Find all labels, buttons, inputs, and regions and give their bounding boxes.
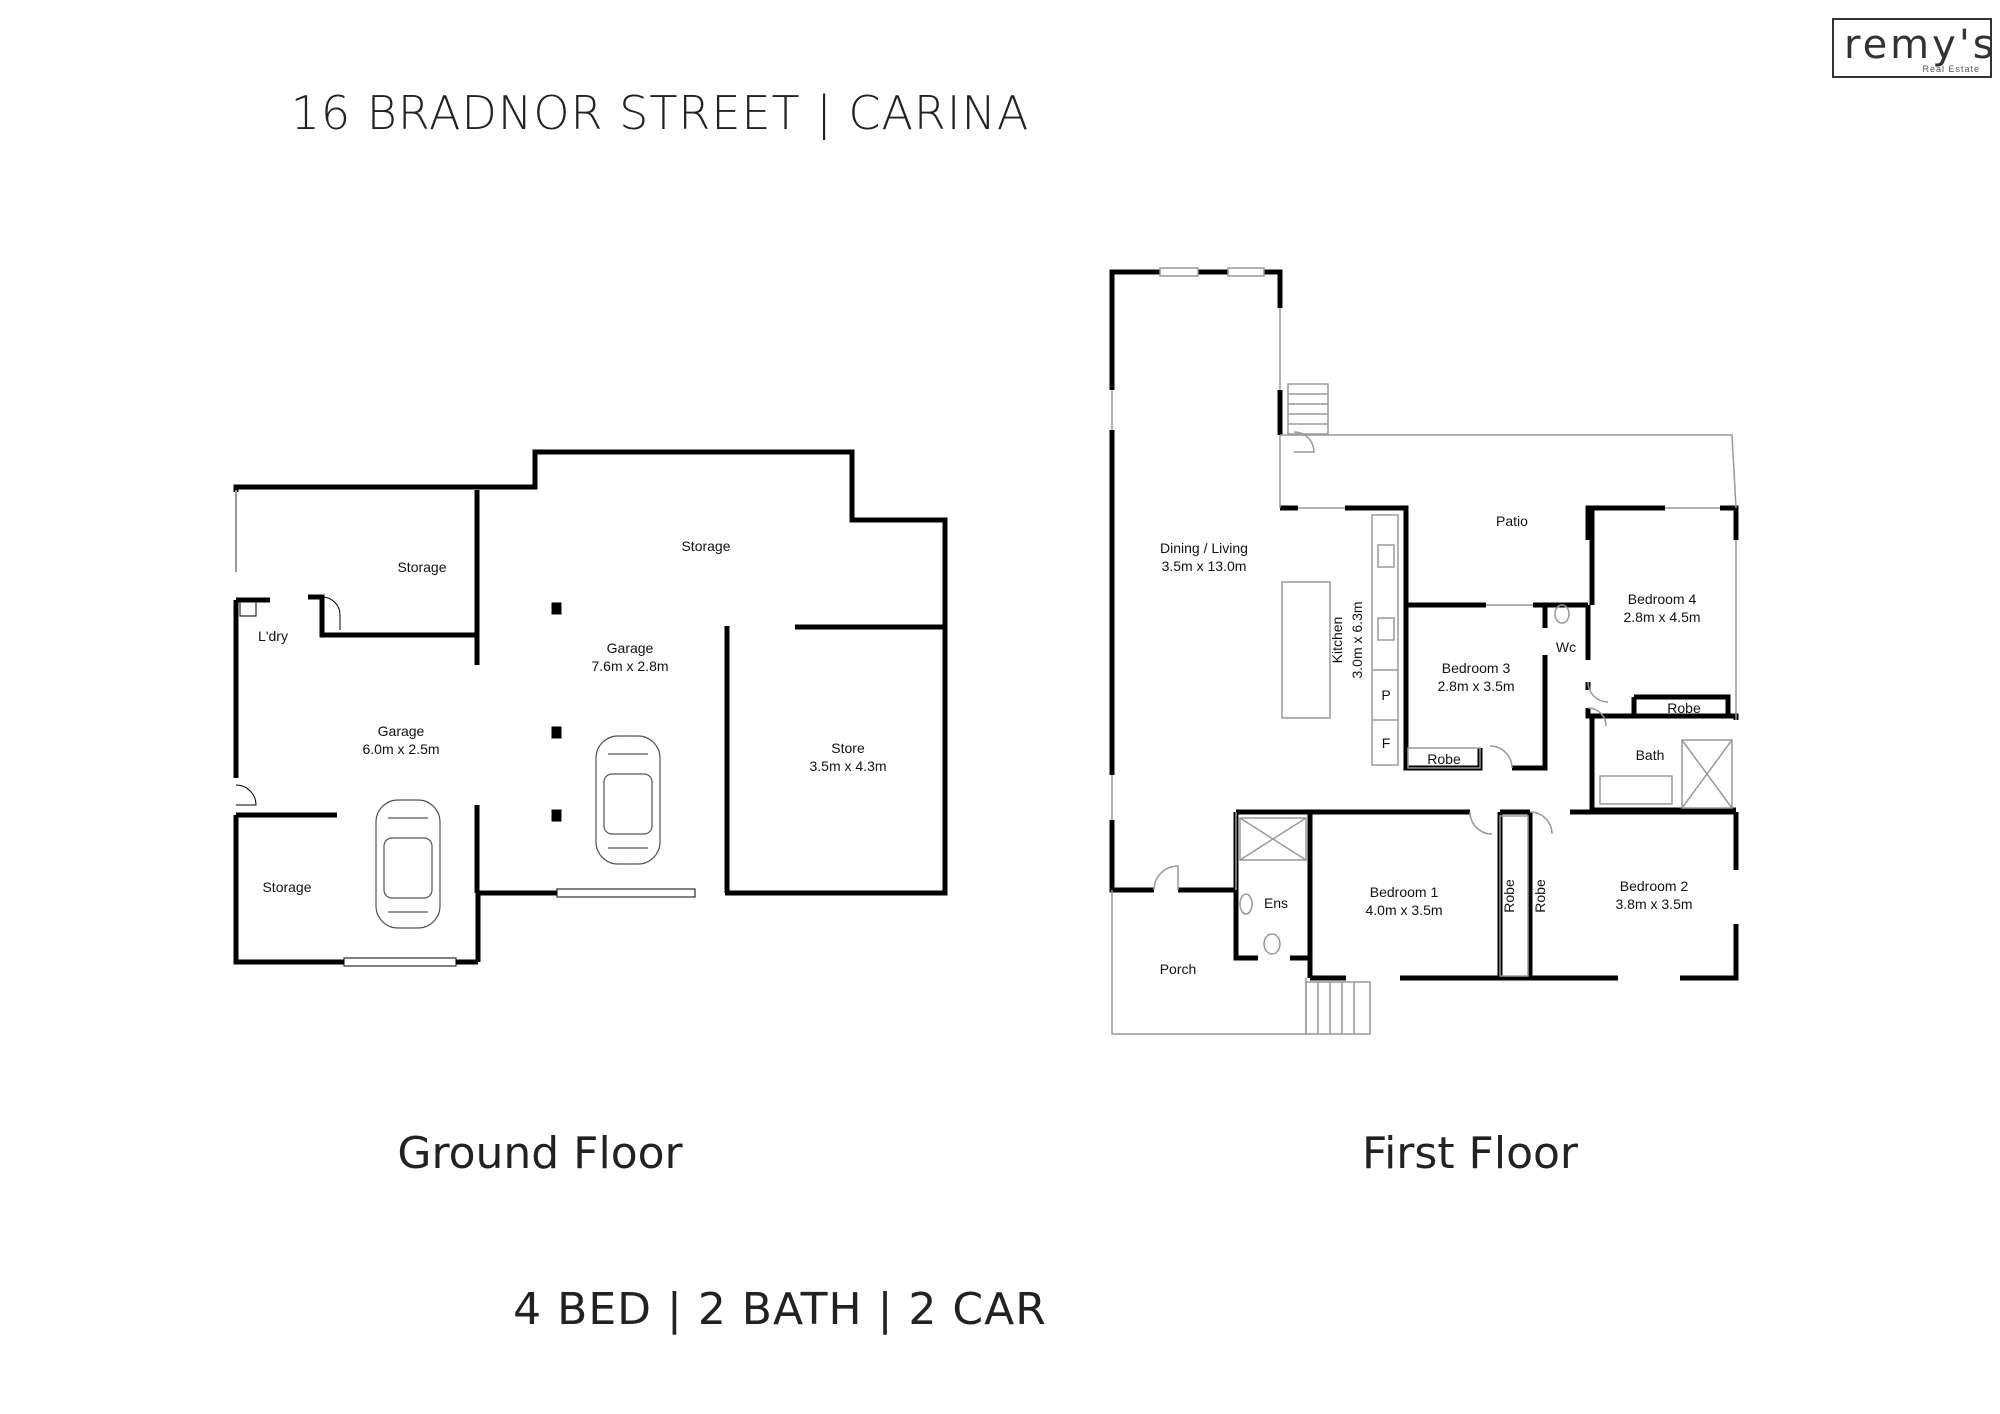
gf-room-storage-label: Storage	[397, 559, 446, 575]
gf-room-garage-dim: 7.6m x 2.8m	[591, 658, 668, 674]
ff-room-porch-label: Porch	[1160, 961, 1197, 977]
gf-post	[551, 602, 562, 615]
robe-label: Robe	[1667, 700, 1701, 716]
ff-window	[1159, 267, 1199, 277]
ff-door	[1293, 431, 1315, 453]
shower-icon	[1681, 739, 1733, 809]
ff-room-bedroom1-dim: 4.0m x 3.5m	[1365, 902, 1442, 918]
gf-room-garage-dim: 6.0m x 2.5m	[362, 741, 439, 757]
sink-icon	[1377, 544, 1395, 568]
ff-room-bedroom2-dim: 3.8m x 3.5m	[1615, 896, 1692, 912]
ff-room-dining-dim: 3.5m x 13.0m	[1162, 558, 1247, 574]
pantry-label: P	[1381, 687, 1390, 703]
gf-room-store-label: Store	[831, 740, 865, 756]
ff-thin-lines	[1111, 267, 1737, 1035]
ff-room-bedroom3-label: Bedroom 3	[1442, 660, 1511, 676]
stairs-icon	[1287, 383, 1329, 435]
ff-room-bedroom4-dim: 2.8m x 4.5m	[1623, 609, 1700, 625]
gf-door	[235, 784, 257, 806]
gf-room-store-dim: 3.5m x 4.3m	[809, 758, 886, 774]
robe-label: Robe	[1532, 879, 1548, 913]
car-icon	[375, 799, 441, 929]
robe-label: Robe	[1427, 751, 1461, 767]
first-floor-plan	[1109, 269, 1739, 981]
ff-room-kitchen-dim: 3.0m x 6.3m	[1349, 601, 1365, 678]
page-title: 16 BRADNOR STREET | CARINA	[290, 86, 1030, 140]
gf-outer-wall-top	[233, 449, 948, 896]
gf-outer-wall-bottom	[475, 890, 557, 962]
toilet-icon	[1239, 893, 1253, 915]
toilet-icon	[1263, 933, 1281, 955]
logo-name: remy's	[1844, 22, 1997, 68]
ff-room-dining-label: Dining / Living	[1160, 540, 1248, 556]
stairs-icon	[1305, 981, 1371, 1035]
ensuite-label: Ens	[1264, 895, 1288, 911]
gf-window	[343, 957, 457, 967]
logo-subtitle: Real Estate	[1922, 64, 1980, 74]
gf-room-laundry-label: L'dry	[258, 628, 288, 644]
kitchen-island	[1281, 581, 1331, 719]
ff-room-bedroom1-label: Bedroom 1	[1370, 884, 1439, 900]
ff-room-kitchen-label: Kitchen	[1329, 617, 1345, 664]
porch-outline	[1111, 890, 1307, 1035]
patio-outline	[1280, 434, 1737, 509]
vanity-icon	[1599, 775, 1673, 805]
gf-room-garage-label: Garage	[607, 640, 654, 656]
robe-label: Robe	[1501, 879, 1517, 913]
bath-label: Bath	[1636, 747, 1665, 763]
ff-room-patio-label: Patio	[1496, 513, 1528, 529]
fridge-label: F	[1382, 735, 1391, 751]
ff-room-bedroom4-label: Bedroom 4	[1628, 591, 1697, 607]
car-icon	[595, 735, 661, 865]
cooktop-icon	[1377, 617, 1395, 641]
ff-room-bedroom2-label: Bedroom 2	[1620, 878, 1689, 894]
first-floor-label: First Floor	[1361, 1128, 1579, 1179]
gf-room-garage-label: Garage	[378, 723, 425, 739]
robe-outline	[1407, 747, 1481, 769]
ff-outer-wall	[1109, 269, 1160, 390]
toilet-icon	[1554, 604, 1570, 624]
kitchen-bench	[1371, 514, 1399, 766]
ff-room-bedroom3-dim: 2.8m x 3.5m	[1437, 678, 1514, 694]
brand-logo: remy's Real Estate	[1832, 18, 1994, 78]
ground-floor-plan	[233, 449, 948, 967]
shower-icon	[1239, 817, 1307, 861]
property-summary: 4 BED | 2 BATH | 2 CAR	[513, 1284, 1047, 1335]
ground-floor-label: Ground Floor	[397, 1128, 683, 1179]
gf-room-storage-label: Storage	[681, 538, 730, 554]
gf-room-storage-label: Storage	[262, 879, 311, 895]
wc-label: Wc	[1556, 639, 1576, 655]
